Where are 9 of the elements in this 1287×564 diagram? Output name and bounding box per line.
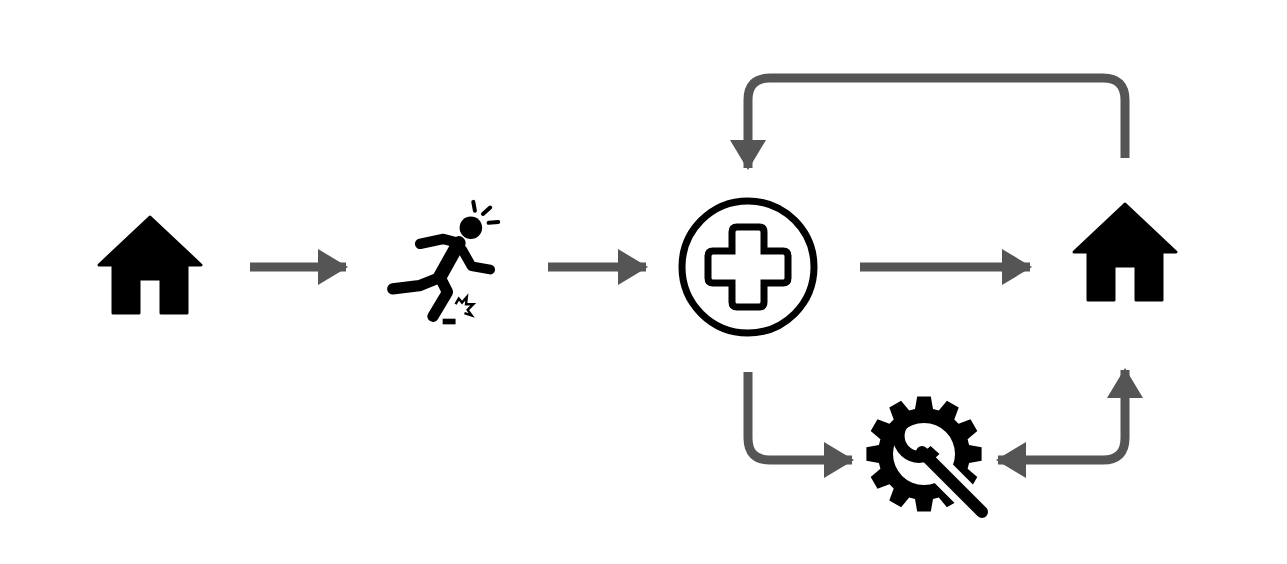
- arrow: [730, 73, 1130, 170]
- house-icon: [97, 213, 203, 315]
- arrow: [548, 249, 648, 285]
- arrow: [996, 368, 1143, 478]
- arrow: [743, 372, 854, 478]
- medical-cross-icon: [678, 197, 818, 337]
- house-icon: [1072, 200, 1178, 302]
- arrow: [860, 249, 1032, 285]
- arrow: [250, 249, 348, 285]
